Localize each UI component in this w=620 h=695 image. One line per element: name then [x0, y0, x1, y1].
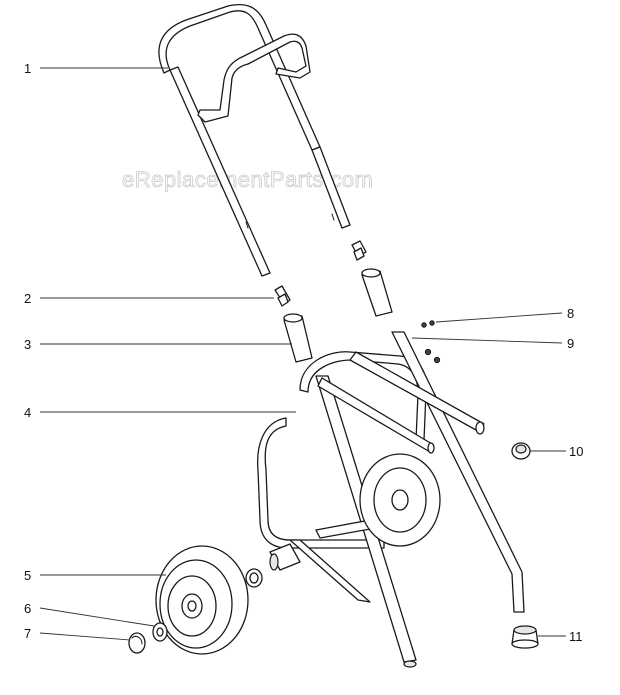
callout-8: 8 — [567, 306, 574, 321]
nut-part — [424, 348, 441, 364]
leader-6 — [39, 607, 155, 627]
foot-cap-part — [511, 442, 531, 460]
callout-4: 4 — [24, 405, 31, 420]
callout-9: 9 — [567, 336, 574, 351]
screw-part — [421, 320, 435, 328]
callout-10: 10 — [569, 444, 583, 459]
callout-2: 2 — [24, 291, 31, 306]
leader-8 — [435, 312, 563, 323]
callout-11: 11 — [569, 629, 583, 644]
leg-cap-part — [511, 625, 539, 649]
leader-lines — [39, 67, 566, 641]
callout-7: 7 — [24, 626, 31, 641]
washer-part — [152, 568, 263, 642]
leader-7 — [39, 632, 131, 641]
hub-cap-part — [128, 632, 146, 654]
sleeve-part — [283, 268, 393, 363]
cart-frame-part — [256, 331, 525, 668]
wheel-part — [155, 545, 249, 655]
leader-9 — [411, 337, 563, 344]
handle-part — [158, 3, 351, 277]
callout-labels: 1 2 3 4 5 6 7 8 9 10 11 — [24, 61, 583, 644]
callout-3: 3 — [24, 337, 31, 352]
callout-5: 5 — [24, 568, 31, 583]
pin-part — [274, 240, 367, 307]
callout-6: 6 — [24, 601, 31, 616]
callout-1: 1 — [24, 61, 31, 76]
